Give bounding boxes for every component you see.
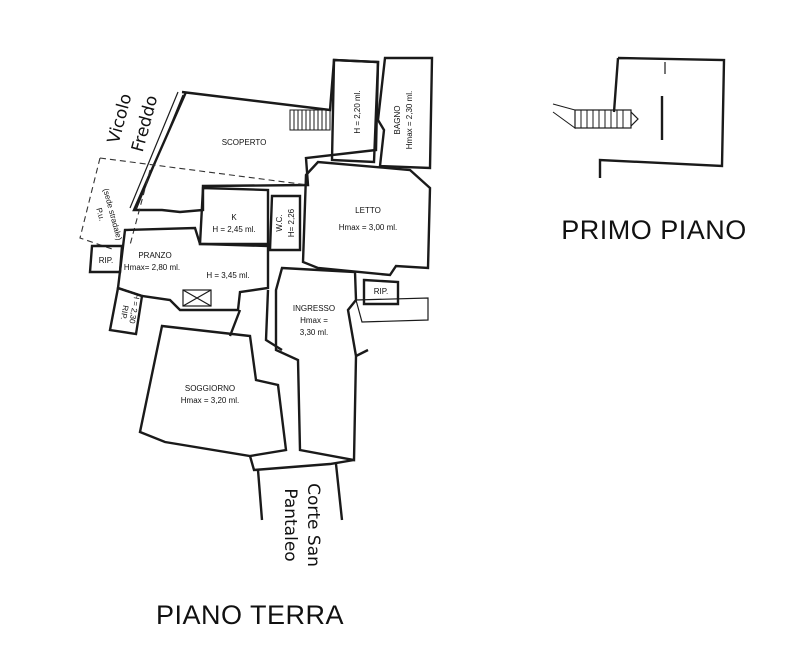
ingresso-height-label: Hmax =	[300, 316, 328, 325]
kitchen-label: K	[231, 213, 237, 222]
soggiorno-room-wall	[138, 324, 288, 458]
letto-room-wall	[301, 160, 432, 277]
ingresso-label: INGRESSO	[293, 304, 335, 313]
central-corridor-wall	[228, 289, 369, 358]
pranzo-window	[182, 289, 212, 307]
bagno-height-label: Hmax = 2,30 ml.	[405, 91, 414, 149]
pranzo-height-label: Hmax= 2,80 ml.	[124, 263, 180, 272]
right-passage	[355, 297, 429, 323]
ingresso-room-wall	[274, 266, 358, 462]
courtyard-edge	[129, 91, 179, 209]
ground-floor-title: PIANO TERRA	[156, 600, 344, 630]
soggiorno-height-label: Hmax = 3,20 ml.	[181, 396, 239, 405]
bagno-label: BAGNO	[393, 106, 402, 135]
street-south-label-1: Corte San	[303, 483, 323, 567]
rip-small-room-wall	[108, 286, 144, 336]
rip-left-label: RIP.	[99, 256, 114, 265]
wc-label: W.C.	[275, 214, 284, 231]
letto-height-label: Hmax = 3,00 ml.	[339, 223, 397, 232]
street-south-label-2: Pantaleo	[280, 488, 300, 561]
pu-label: P.u.	[94, 207, 106, 222]
wc-room-wall	[268, 194, 302, 252]
pranzo-label: PRANZO	[138, 251, 171, 260]
public-road-boundary	[79, 157, 309, 251]
letto-label: LETTO	[355, 206, 381, 215]
corridor-height-label: H = 3,45 ml.	[206, 271, 249, 280]
rip-left-room-wall	[88, 244, 124, 274]
rip-right-room-wall	[362, 278, 400, 306]
storage-room-wall	[330, 58, 380, 164]
south-exit-wall	[248, 455, 355, 521]
first-floor-plan: PRIMO PIANO	[552, 56, 747, 245]
first-floor-title: PRIMO PIANO	[561, 215, 747, 245]
ground-floor-plan: SCOPERTO H = 2,20 ml. BAGNO Hmax = 2,30 …	[79, 56, 434, 630]
kitchen-height-label: H = 2,45 ml.	[212, 225, 255, 234]
kitchen-room-wall	[198, 186, 270, 246]
bagno-room-wall	[376, 56, 434, 170]
wc-height-label: H= 2,26	[287, 208, 296, 237]
pranzo-window-cross	[182, 289, 212, 307]
first-floor-wall	[598, 56, 726, 178]
scoperto-label: SCOPERTO	[222, 138, 267, 147]
soggiorno-label: SOGGIORNO	[185, 384, 235, 393]
storage-height-label: H = 2,20 ml.	[353, 90, 362, 133]
first-floor-stairs	[552, 103, 639, 129]
rip-small-label: RIP.	[119, 304, 130, 320]
ingresso-height-value: 3,30 ml.	[300, 328, 328, 337]
courtyard-stairs	[289, 109, 331, 131]
courtyard-edge-2	[135, 94, 184, 211]
rip-right-label: RIP.	[374, 287, 389, 296]
